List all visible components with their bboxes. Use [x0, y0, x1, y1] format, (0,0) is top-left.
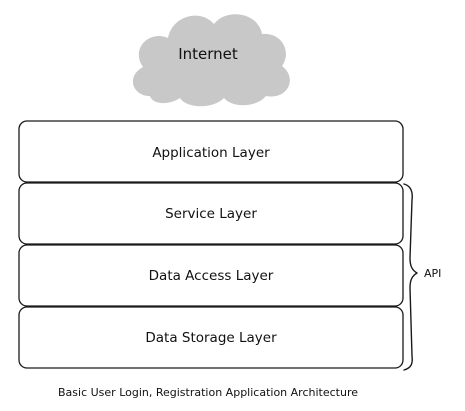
layer-label: Service Layer [165, 206, 257, 222]
layer-label: Application Layer [152, 145, 270, 161]
layer-label: Data Access Layer [149, 268, 274, 284]
layer-box [18, 120, 404, 183]
layer-application: Application Layer [18, 120, 404, 183]
internet-cloud: Internet [132, 14, 290, 107]
layer-box [18, 244, 404, 307]
api-label: API [424, 267, 441, 280]
diagram-caption: Basic User Login, Registration Applicati… [58, 386, 358, 399]
layer-data-access: Data Access Layer [18, 244, 404, 307]
layer-label: Data Storage Layer [145, 330, 277, 346]
layer-box [18, 182, 404, 245]
layer-box [18, 306, 404, 369]
curly-brace-icon [403, 183, 418, 371]
layer-service: Service Layer [18, 182, 404, 245]
cloud-label: Internet [178, 45, 238, 63]
api-brace: API [403, 183, 441, 371]
cloud-icon [132, 14, 290, 107]
layer-data-storage: Data Storage Layer [18, 306, 404, 369]
